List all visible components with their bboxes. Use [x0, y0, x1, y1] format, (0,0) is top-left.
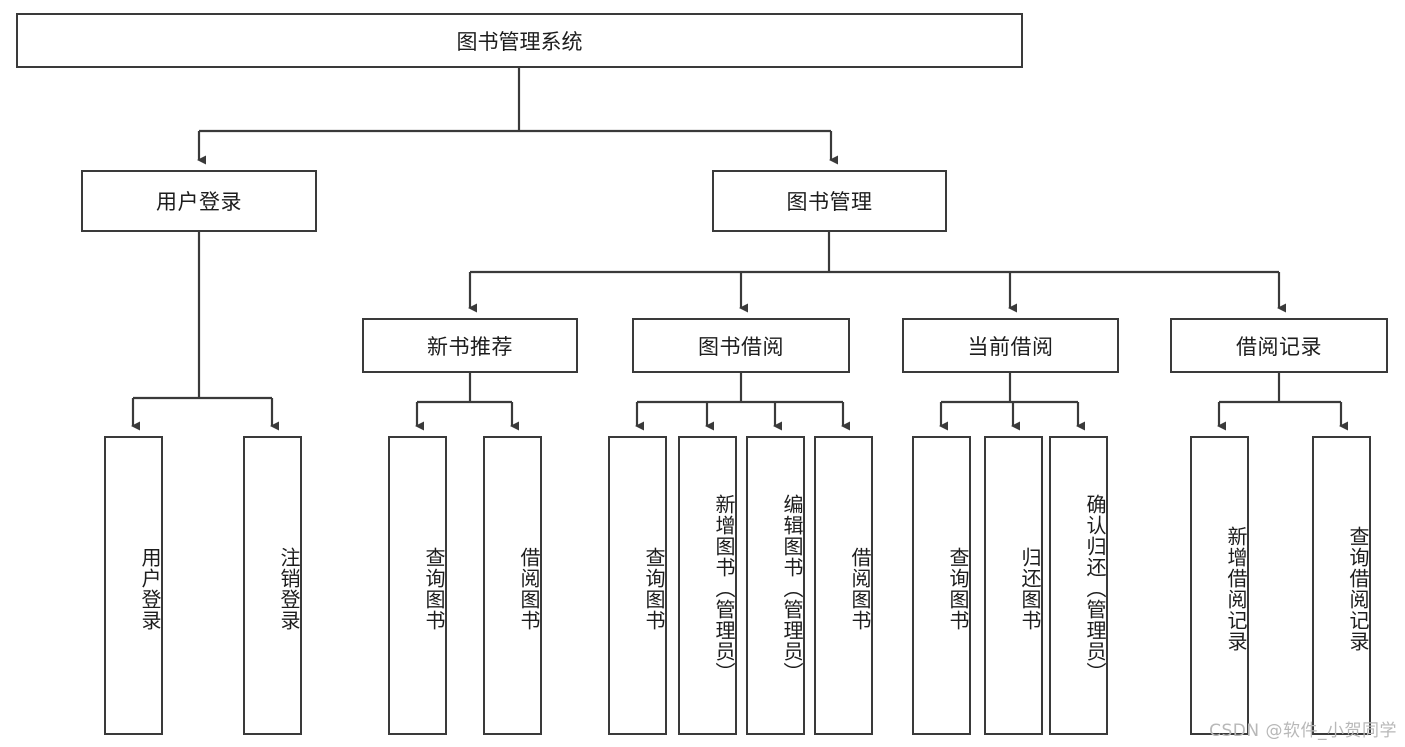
node-new-book-recommend-label: 新书推荐 [427, 334, 513, 359]
node-book-borrow-label: 图书借阅 [698, 334, 784, 359]
leaf-query-book-current[interactable]: 查询图书 [912, 436, 971, 735]
node-user-login-label: 用户登录 [156, 190, 242, 214]
node-book-management[interactable]: 图书管理 [712, 170, 947, 232]
node-borrow-record-label: 借阅记录 [1236, 334, 1322, 359]
leaf-logout-label: 注销登录 [277, 546, 301, 631]
node-current-borrow[interactable]: 当前借阅 [902, 318, 1119, 373]
node-book-borrow[interactable]: 图书借阅 [632, 318, 850, 373]
leaf-confirm-return-admin-label: 确认归还（管理员） [1083, 494, 1107, 683]
leaf-return-book-label: 归还图书 [1018, 546, 1042, 631]
leaf-logout[interactable]: 注销登录 [243, 436, 302, 735]
node-user-login[interactable]: 用户登录 [81, 170, 317, 232]
node-borrow-record[interactable]: 借阅记录 [1170, 318, 1388, 373]
leaf-borrow-book-label: 借阅图书 [848, 546, 872, 631]
leaf-borrow-book-recommend-label: 借阅图书 [517, 546, 541, 631]
leaf-query-book-borrow[interactable]: 查询图书 [608, 436, 667, 735]
leaf-edit-book-admin-label: 编辑图书（管理员） [780, 494, 804, 683]
node-root-label: 图书管理系统 [456, 29, 583, 54]
leaf-confirm-return-admin[interactable]: 确认归还（管理员） [1049, 436, 1108, 735]
node-current-borrow-label: 当前借阅 [967, 334, 1054, 359]
leaf-user-login-label: 用户登录 [138, 546, 162, 631]
watermark: CSDN @软件_小贺同学 [1209, 721, 1397, 741]
leaf-add-borrow-record-label: 新增借阅记录 [1224, 525, 1248, 652]
node-root[interactable]: 图书管理系统 [16, 13, 1023, 68]
leaf-user-login[interactable]: 用户登录 [104, 436, 163, 735]
leaf-add-book-admin[interactable]: 新增图书（管理员） [678, 436, 737, 735]
leaf-add-book-admin-label: 新增图书（管理员） [712, 494, 736, 683]
leaf-edit-book-admin[interactable]: 编辑图书（管理员） [746, 436, 805, 735]
leaf-query-book-borrow-label: 查询图书 [642, 546, 666, 631]
leaf-query-borrow-record-label: 查询借阅记录 [1346, 525, 1370, 652]
leaf-query-book-recommend[interactable]: 查询图书 [388, 436, 447, 735]
leaf-borrow-book[interactable]: 借阅图书 [814, 436, 873, 735]
leaf-borrow-book-recommend[interactable]: 借阅图书 [483, 436, 542, 735]
leaf-query-book-recommend-label: 查询图书 [422, 546, 446, 631]
leaf-query-borrow-record[interactable]: 查询借阅记录 [1312, 436, 1371, 735]
leaf-return-book[interactable]: 归还图书 [984, 436, 1043, 735]
node-new-book-recommend[interactable]: 新书推荐 [362, 318, 578, 373]
leaf-query-book-current-label: 查询图书 [946, 546, 970, 631]
node-book-management-label: 图书管理 [786, 190, 873, 214]
leaf-add-borrow-record[interactable]: 新增借阅记录 [1190, 436, 1249, 735]
